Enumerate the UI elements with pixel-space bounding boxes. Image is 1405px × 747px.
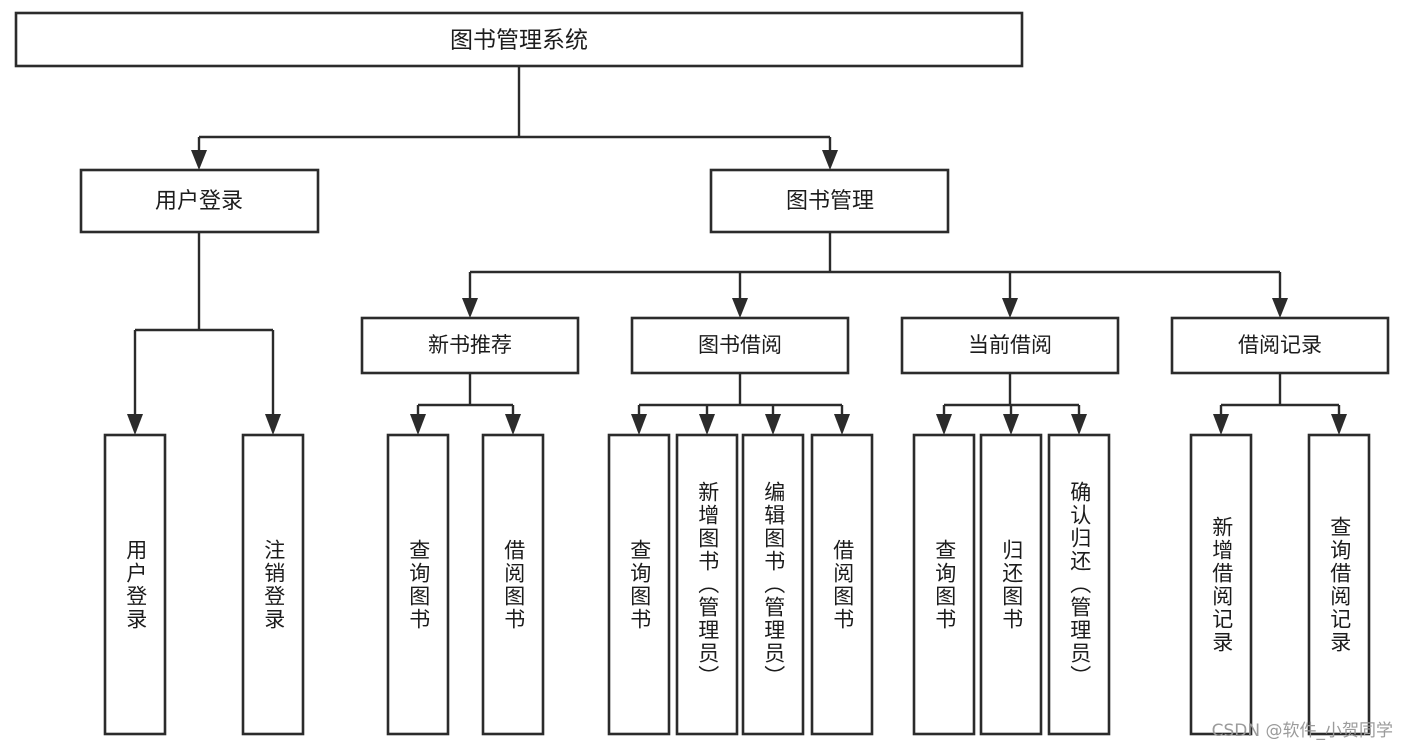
node-borrow-records[interactable]: 借阅记录 [1170,316,1390,375]
leaf-box-borrow-records-1[interactable] [1189,433,1253,736]
node-user-login-box[interactable] [79,168,320,234]
arrow-records-leaf-2 [1331,414,1347,435]
edges-group [127,66,1347,435]
leaf-box-book-borrow-3[interactable] [741,433,805,736]
arrow-user-login-leaf-1 [127,414,143,435]
leaf-box-book-borrow-1[interactable] [607,433,671,736]
node-current-borrow[interactable]: 当前借阅 [900,316,1120,375]
node-borrow-records-box[interactable] [1170,316,1390,375]
node-current-borrow-box[interactable] [900,316,1120,375]
arrow-borrow-leaf-3 [765,414,781,435]
arrow-root-to-user-login [191,150,207,170]
node-current-borrow-label: 当前借阅 [968,333,1052,357]
node-book-management-label: 图书管理 [786,189,874,214]
leaf-box-book-borrow-2[interactable] [675,433,739,736]
node-root-label: 图书管理系统 [450,28,588,54]
node-user-login[interactable]: 用户登录 [79,168,320,234]
node-new-book-recommend-label: 新书推荐 [428,333,512,357]
arrow-user-login-leaf-2 [265,414,281,435]
arrow-book-mgmt-to-newbook [462,298,478,318]
leaf-box-current-borrow-1[interactable] [912,433,976,736]
arrow-book-mgmt-to-records [1272,298,1288,318]
node-book-borrow-label: 图书借阅 [698,333,782,357]
node-root-box[interactable] [14,11,1024,68]
node-book-borrow-box[interactable] [630,316,850,375]
arrow-borrow-leaf-4 [834,414,850,435]
arrow-current-leaf-1 [936,414,952,435]
node-root[interactable]: 图书管理系统 [14,11,1024,68]
leaf-box-user-login-2[interactable] [241,433,305,736]
arrow-current-leaf-2 [1003,414,1019,435]
leaf-box-borrow-records-2[interactable] [1307,433,1371,736]
arrow-newbook-leaf-2 [505,414,521,435]
node-book-borrow[interactable]: 图书借阅 [630,316,850,375]
arrow-newbook-leaf-1 [410,414,426,435]
arrow-records-leaf-1 [1213,414,1229,435]
arrow-book-mgmt-to-current [1002,298,1018,318]
arrow-borrow-leaf-2 [699,414,715,435]
leaf-box-book-borrow-4[interactable] [810,433,874,736]
node-borrow-records-label: 借阅记录 [1238,333,1322,357]
node-new-book-recommend[interactable]: 新书推荐 [360,316,580,375]
node-new-book-recommend-box[interactable] [360,316,580,375]
arrow-book-mgmt-to-borrow [732,298,748,318]
leaf-box-new-book-1[interactable] [386,433,450,736]
leaf-box-current-borrow-3[interactable] [1047,433,1111,736]
leaf-box-new-book-2[interactable] [481,433,545,736]
arrow-root-to-book-mgmt [822,150,838,170]
leaf-box-user-login-1[interactable] [103,433,167,736]
node-book-management[interactable]: 图书管理 [709,168,950,234]
node-user-login-label: 用户登录 [155,189,243,214]
arrow-borrow-leaf-1 [631,414,647,435]
nodes-group: 图书管理系统 用户登录 图书管理 新书推荐 图书借阅 [14,11,1390,736]
node-book-management-box[interactable] [709,168,950,234]
leaf-box-current-borrow-2[interactable] [979,433,1043,736]
arrow-current-leaf-3 [1071,414,1087,435]
